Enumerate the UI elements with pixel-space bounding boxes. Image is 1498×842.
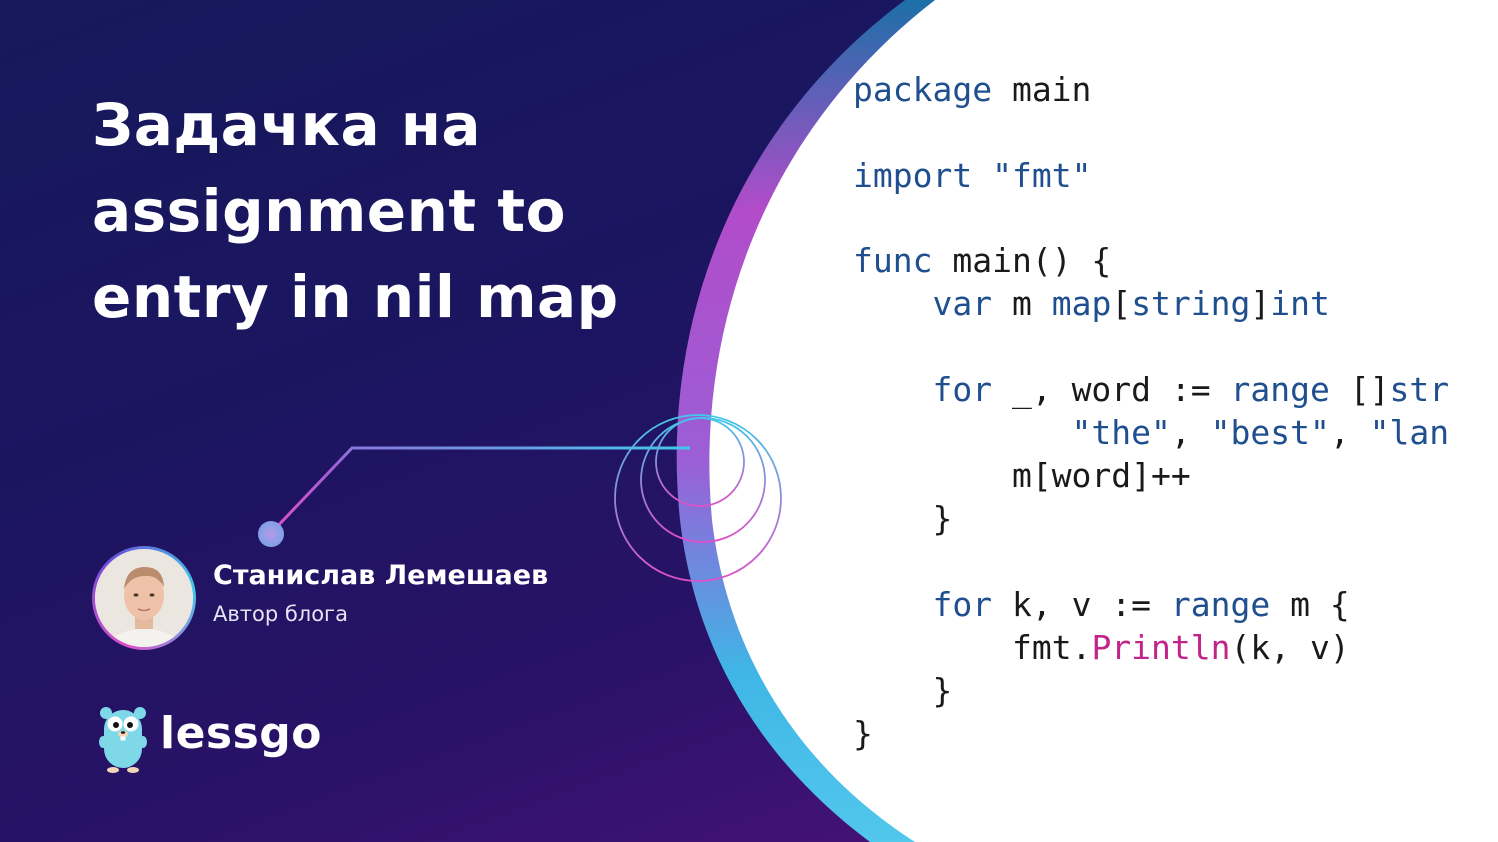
person-photo-icon xyxy=(95,549,193,647)
title-line-3: entry in nil map xyxy=(92,263,619,331)
connector-dot xyxy=(258,521,284,547)
author-role: Автор блога xyxy=(213,602,348,626)
code-line-9: for k, v := range m { xyxy=(932,585,1350,624)
code-line-8: } xyxy=(932,499,953,538)
title-line-1: Задачка на xyxy=(92,91,482,159)
code-line-7: m[word]++ xyxy=(1011,456,1191,495)
avatar xyxy=(92,546,196,650)
gopher-icon xyxy=(99,707,147,773)
code-line-12: } xyxy=(853,714,873,753)
code-line-2: import "fmt" xyxy=(853,156,1092,195)
brand-name: lessgo xyxy=(160,708,323,759)
code-line-5: for _, word := range []str xyxy=(932,370,1450,409)
code-line-6: "the", "best", "lan xyxy=(1071,413,1450,452)
code-snippet: package main import "fmt" func main() { … xyxy=(853,68,1498,768)
author-name: Станислав Лемешаев xyxy=(213,560,549,591)
ring-group xyxy=(614,414,782,582)
title-line-2: assignment to xyxy=(92,177,566,245)
code-line-4: var m map[string]int xyxy=(932,284,1330,323)
code-line-3: func main() { xyxy=(853,241,1112,280)
code-line-10: fmt.Println(k, v) xyxy=(1011,628,1350,667)
code-line-1: package main xyxy=(853,70,1092,109)
page-title: Задачка на assignment to entry in nil ma… xyxy=(92,82,652,340)
connector-line xyxy=(270,446,690,534)
code-line-11: } xyxy=(932,671,953,710)
code-panel xyxy=(709,0,1498,842)
